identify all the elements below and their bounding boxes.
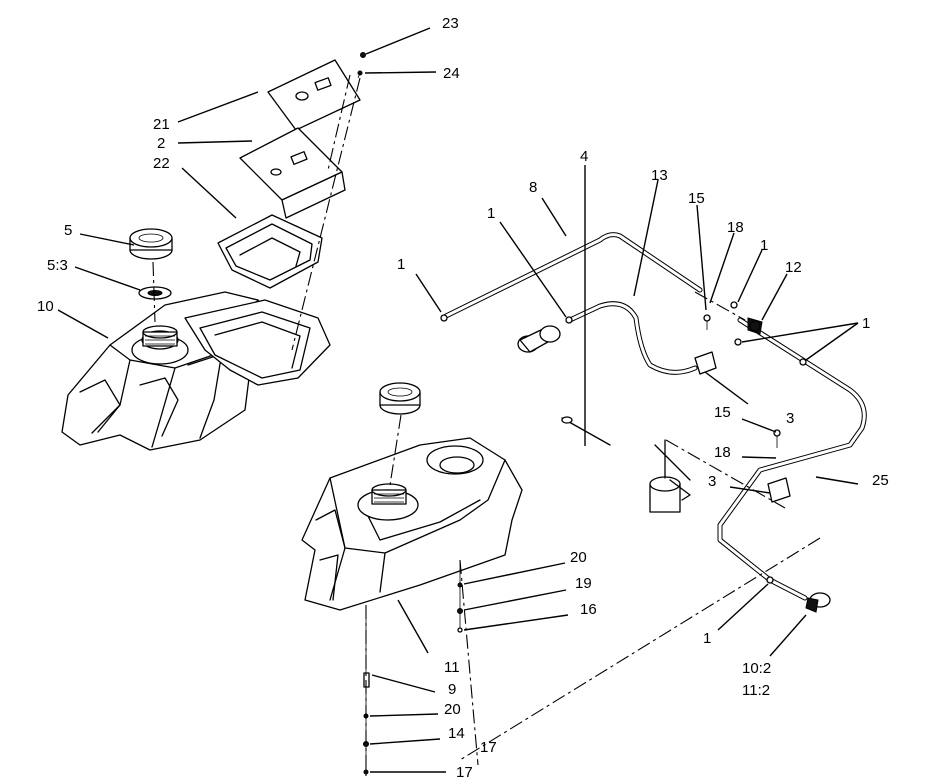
callout-4: 4 xyxy=(580,148,588,165)
leader-lines xyxy=(57,27,859,773)
callout-17-lower: 17 xyxy=(456,764,473,781)
cap-gasket xyxy=(138,286,172,300)
callout-9: 9 xyxy=(448,681,456,698)
fuel-cap-right xyxy=(379,382,421,415)
callout-19: 19 xyxy=(575,575,592,592)
callout-1-left-upper: 1 xyxy=(487,205,495,222)
callout-20-lower: 20 xyxy=(444,701,461,718)
inline-filter xyxy=(517,325,561,353)
fuel-cap-left xyxy=(129,228,173,260)
assembly-centerlines xyxy=(152,74,821,780)
tie-strap xyxy=(561,416,611,446)
callout-1-right: 1 xyxy=(862,315,870,332)
hardware-stack-right xyxy=(457,560,463,633)
callout-13: 13 xyxy=(651,167,668,184)
callout-1-left: 1 xyxy=(397,256,405,273)
hose-clamps xyxy=(694,351,791,503)
callout-22: 22 xyxy=(153,155,170,172)
fuel-elbow xyxy=(805,592,831,613)
callout-18-top: 18 xyxy=(727,219,744,236)
small-clamps xyxy=(440,301,807,584)
callout-11: 11 xyxy=(444,659,460,676)
screws-top xyxy=(357,52,366,79)
tee-fitting xyxy=(747,317,763,335)
callout-5-3: 5:3 xyxy=(47,257,68,274)
callout-16: 16 xyxy=(580,601,597,618)
callout-23: 23 xyxy=(442,15,459,32)
callout-3-lower: 3 xyxy=(708,473,716,490)
screws-clamp xyxy=(703,314,781,448)
callout-24: 24 xyxy=(443,65,460,82)
callout-17-upper: 17 xyxy=(480,739,497,756)
callout-2: 2 xyxy=(157,135,165,152)
tank-shield-bracket xyxy=(184,214,331,386)
callout-15-top: 15 xyxy=(688,190,705,207)
callout-3-upper: 3 xyxy=(786,410,794,427)
callout-labels: 23 24 21 2 22 5 5:3 10 8 4 13 15 18 1 1 … xyxy=(37,15,889,781)
callout-8: 8 xyxy=(529,179,537,196)
callout-10-2: 10:2 xyxy=(742,660,771,677)
fuel-hose-filter xyxy=(567,301,698,375)
right-fuel-tank xyxy=(301,437,523,611)
callout-18-lower: 18 xyxy=(714,444,731,461)
callout-11-2: 11:2 xyxy=(742,682,770,699)
callout-14: 14 xyxy=(448,725,465,742)
callout-5: 5 xyxy=(64,222,72,239)
fuel-valve xyxy=(649,439,691,513)
callout-25: 25 xyxy=(872,472,889,489)
callout-10: 10 xyxy=(37,298,54,315)
callout-12: 12 xyxy=(785,259,802,276)
callout-15-lower: 15 xyxy=(714,404,731,421)
mounting-plates xyxy=(239,59,361,219)
fuel-hose-main xyxy=(443,232,867,601)
callout-1-top-right: 1 xyxy=(760,237,768,254)
callout-1-bottom: 1 xyxy=(703,630,711,647)
callout-21: 21 xyxy=(153,116,170,133)
callout-20-upper: 20 xyxy=(570,549,587,566)
